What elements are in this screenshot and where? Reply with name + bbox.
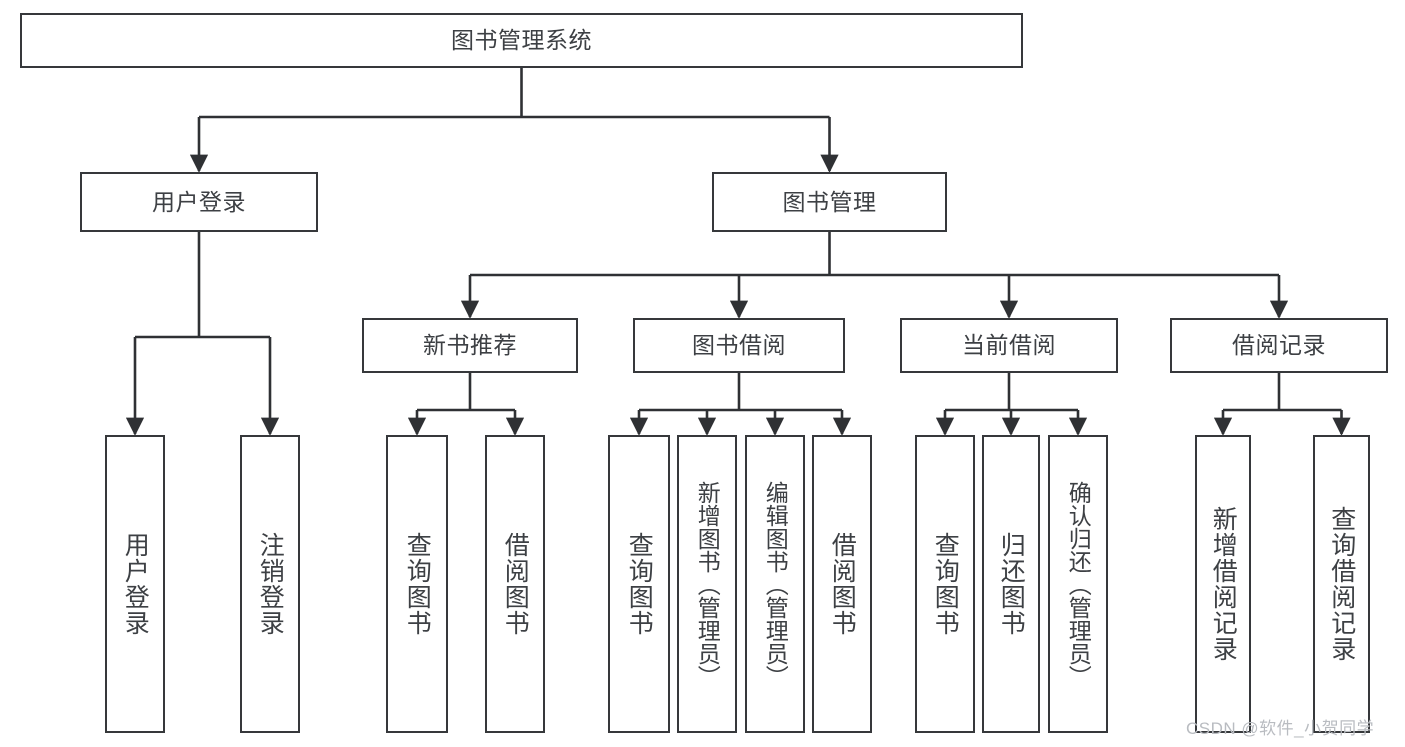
node-current-borrow[interactable]: 当前借阅 [900,318,1118,373]
node-label: 用户登录 [152,188,246,215]
node-label: 新书推荐 [423,332,517,359]
node-user-login[interactable]: 用户登录 [80,172,318,232]
node-root[interactable]: 图书管理系统 [20,13,1023,68]
node-label: 新增图书（管理员） [694,480,721,688]
node-leaf-borrow-book-bor[interactable]: 借阅图书 [812,435,872,733]
node-leaf-borrow-book-rec[interactable]: 借阅图书 [485,435,545,733]
node-leaf-add-borrow-record[interactable]: 新增借阅记录 [1195,435,1251,733]
node-leaf-add-book-admin[interactable]: 新增图书（管理员） [677,435,737,733]
node-label: 当前借阅 [962,332,1056,359]
csdn-watermark: CSDN @软件_小贺同学 [1186,719,1375,738]
node-label: 借阅记录 [1232,332,1326,359]
node-leaf-confirm-return-admin[interactable]: 确认归还（管理员） [1048,435,1108,733]
node-new-book-recommend[interactable]: 新书推荐 [362,318,578,373]
node-borrow-record[interactable]: 借阅记录 [1170,318,1388,373]
node-label: 图书管理 [782,188,877,215]
node-leaf-edit-book-admin[interactable]: 编辑图书（管理员） [745,435,805,733]
node-label: 查询图书 [625,532,654,636]
node-label: 借阅图书 [501,532,530,636]
node-leaf-logout[interactable]: 注销登录 [240,435,300,733]
node-label: 查询图书 [403,532,432,636]
node-label: 确认归还（管理员） [1065,480,1092,688]
node-leaf-return-book[interactable]: 归还图书 [982,435,1040,733]
node-label: 归还图书 [997,532,1026,636]
node-leaf-query-book-rec[interactable]: 查询图书 [386,435,448,733]
node-label: 图书管理系统 [451,27,592,54]
node-leaf-query-borrow-record[interactable]: 查询借阅记录 [1313,435,1370,733]
node-leaf-user-login[interactable]: 用户登录 [105,435,165,733]
node-label: 借阅图书 [828,532,857,636]
node-leaf-query-book-bor[interactable]: 查询图书 [608,435,670,733]
node-book-manage[interactable]: 图书管理 [712,172,947,232]
node-book-borrow[interactable]: 图书借阅 [633,318,845,373]
node-label: 新增借阅记录 [1209,506,1238,662]
node-label: 查询图书 [931,532,960,636]
node-label: 用户登录 [121,532,150,636]
node-leaf-query-book-cur[interactable]: 查询图书 [915,435,975,733]
node-label: 图书借阅 [692,332,786,359]
node-label: 查询借阅记录 [1327,506,1356,662]
node-label: 注销登录 [256,532,285,636]
node-label: 编辑图书（管理员） [762,480,789,688]
